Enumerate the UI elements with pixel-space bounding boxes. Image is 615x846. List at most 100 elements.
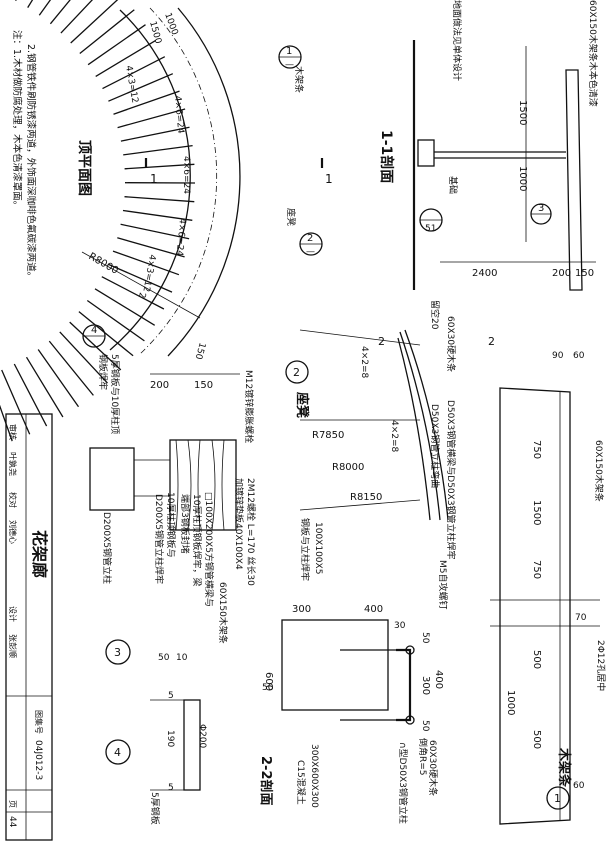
plan-rafter (0, 404, 13, 442)
plan-rafter (112, 250, 180, 276)
section11-top-beam (565, 69, 583, 291)
detail3-label-3: 加镀锌垫板40X100X4 (233, 478, 245, 570)
section11-dim-1000: 1000 (517, 166, 528, 191)
section22-label-7: 100X100X5 (313, 522, 323, 574)
plan-rafter (122, 209, 193, 221)
plan-rafter (120, 126, 190, 142)
plan-rafter (1, 369, 31, 435)
section22-dim-6: 300 (420, 676, 431, 695)
beam-detail: 60X150木架条 2Φ12孔居中 90 60 70 60 750 1500 7… (490, 351, 607, 825)
section22-dim-5: 400 (433, 670, 444, 689)
detail-4: 4 5厚钢板与10厚柱顶 钢板焊牢 5厚钢板 Φ200 50 10 5 190 … (82, 324, 207, 825)
svg-text:3: 3 (114, 646, 121, 659)
section22-label-2: 60X30硬木条 (427, 740, 439, 796)
plan-view: R8000 顶平面图 1000 1500 4×3=12 4×6=24 4×6=2… (0, 0, 333, 442)
plan-rafter (123, 144, 193, 156)
detail4-label-4: Φ200 (197, 724, 207, 749)
plan-radius-label: R8000 (87, 251, 121, 277)
plan-rafter (86, 299, 145, 342)
plan-rafter (49, 0, 71, 25)
plan-rafter (48, 340, 94, 396)
seat-radius-3: R8150 (350, 492, 382, 503)
title-block-name-2: 刘德心 (8, 520, 18, 544)
plan-inner-arc (109, 9, 191, 351)
seat-radius-2: R8000 (332, 462, 364, 473)
plan-dim-8: 2 (136, 291, 147, 298)
section22-dim-1: 400 (364, 604, 383, 615)
notes: 注：1.木材做防腐处理，木本色清漆罩面。 2.钢管铁件刷防锈漆两道，外饰面深咖啡… (11, 30, 37, 281)
detail3-label-9: D200X5钢管立柱焊牢 (153, 494, 165, 584)
detail4-dim-5: 5 (168, 783, 174, 793)
plan-rafter (59, 331, 108, 384)
plan-rafter (79, 9, 135, 55)
beam-dim-l2: 1500 (531, 500, 542, 525)
plan-rafter (94, 288, 156, 326)
section22-dim-9: 50 (262, 683, 274, 693)
detail3-label-8: 10厚柱顶钢板与 (165, 492, 177, 557)
plan-centre-arc (139, 7, 217, 355)
seat-label-4: D50X3钢管立柱弯曲 (429, 404, 441, 488)
section22-label-8: 钢板与立柱焊牢 (299, 518, 311, 581)
section22-dim-3: 30 (394, 621, 406, 631)
plan-rafter (70, 0, 119, 44)
seat-label-2: 留空20 (429, 300, 441, 330)
detail3-dim-1: 200 (150, 380, 169, 391)
beam-end-4: 60 (573, 781, 585, 791)
beam-outline (499, 387, 571, 825)
title-block-atlas-no: 04J012-3 (33, 740, 43, 780)
title-block-page-label: 页 (8, 800, 17, 808)
svg-text:—: — (306, 247, 315, 257)
detail4-plate (183, 699, 201, 791)
section11-label-ground: 地面做法见单体设计 (451, 0, 463, 81)
seat-cut-2: 2 (488, 335, 495, 348)
beam-dim-r2: 1000 (505, 690, 516, 715)
section22-dim-8: 50 (420, 720, 430, 732)
plan-dim-7: 4×3=12 (140, 253, 156, 292)
detail3-label-4: 60X150木架条 (217, 582, 229, 644)
plan-rafter (108, 73, 174, 102)
detail4-label-1: 5厚钢板与10厚柱顶 (109, 354, 121, 434)
plan-cut-mark-2: 1 (325, 172, 333, 186)
detail4-dim-3: 5 (168, 691, 174, 701)
plan-rafter (60, 0, 94, 34)
section22-dim-4: 50 (420, 632, 430, 644)
plan-rafter (117, 237, 185, 258)
seat-inner-arc (397, 337, 431, 521)
plan-rafter (120, 223, 190, 240)
section-2-2: 2-2剖面 M5自攻螺钉 60X30硬木条 倒角R=5 ∩型D50X3钢管立柱 … (258, 518, 449, 824)
section11-label-base: 基础 (447, 176, 459, 194)
title-block-role-2: 校对 (8, 492, 18, 508)
seat-cut-1: 2 (378, 335, 385, 348)
detail3-callout (105, 639, 131, 665)
detail3-label-1: M12镀锌膨胀螺栓 (243, 370, 255, 443)
title-block-role-3: 设计 (8, 606, 18, 622)
seat-callout (285, 360, 309, 384)
seat-radius-1: R7850 (312, 430, 344, 441)
svg-text:3: 3 (538, 203, 544, 214)
section-1-1: 1500 1000 2400 200 150 1-1剖面 60X150木架条木本… (378, 0, 599, 291)
svg-text:2: 2 (293, 366, 300, 379)
plan-cut-mark-1: 1 (150, 172, 158, 186)
plan-rafter (78, 311, 134, 357)
plan-rafter (25, 356, 64, 418)
plan-rafter (124, 196, 195, 203)
title-block-name-3: 张彭顺 (8, 634, 18, 658)
section11-dim-2400: 2400 (472, 268, 497, 279)
section22-dim-2: 300 (292, 604, 311, 615)
section22-dim-7: 600 (263, 672, 274, 691)
title-block-title: 花架廊 (30, 530, 49, 578)
section11-dim-150: 150 (575, 268, 594, 279)
plan-label-seat: 座凳 (285, 208, 297, 226)
plan-label-beam: 木架条 (293, 66, 305, 93)
beam-dim-r3: 500 (531, 730, 542, 749)
seat-label-1: 60X30硬木条 (445, 316, 457, 372)
detail4-dim-2: 10 (176, 653, 188, 663)
plan-dim-6: 4×6=24 (174, 218, 187, 257)
detail3-label-10: D200X5钢管立柱 (101, 512, 113, 584)
plan-dim-1: 1000 (162, 12, 179, 37)
svg-text:—: — (285, 60, 294, 70)
detail-3: 200 150 M12镀锌膨胀螺栓 2M12螺栓 L=170 丝长30 加镀锌垫… (89, 370, 257, 665)
beam-dim-l3: 750 (531, 560, 542, 579)
svg-text:2: 2 (307, 233, 313, 244)
plan-dim-2: 1500 (147, 20, 163, 45)
